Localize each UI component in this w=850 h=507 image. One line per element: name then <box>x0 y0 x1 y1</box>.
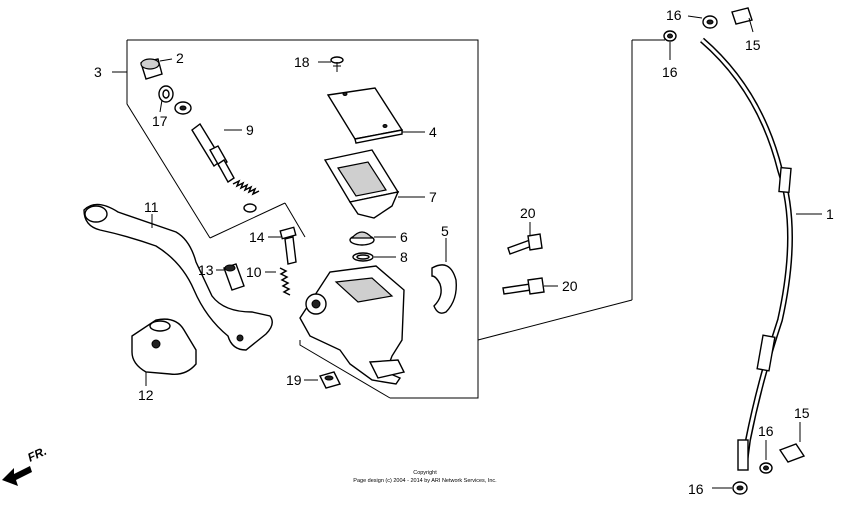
callout-18: 18 <box>294 54 310 70</box>
callout-12: 12 <box>138 387 154 403</box>
copyright-notice: Copyright Page design (c) 2004 - 2014 by… <box>353 470 497 484</box>
svg-text:Copyright: Copyright <box>413 470 437 476</box>
callout-20-a: 20 <box>520 205 536 221</box>
callout-16-bottom-b: 16 <box>688 481 704 497</box>
part-18-screw <box>318 56 344 72</box>
front-direction-arrow: FR. <box>2 444 49 486</box>
part-15-16-top <box>663 7 754 60</box>
part-17-circlip <box>158 85 192 115</box>
part-8-ring <box>352 252 396 262</box>
callout-7: 7 <box>429 189 437 205</box>
callout-10: 10 <box>246 264 262 280</box>
callout-20-b: 20 <box>562 278 578 294</box>
part-11-lever <box>83 203 273 351</box>
callout-15-top: 15 <box>745 37 761 53</box>
callout-16-bottom-a: 16 <box>758 423 774 439</box>
callout-15-bottom: 15 <box>794 405 810 421</box>
callout-16-top-a: 16 <box>666 7 682 23</box>
callout-14: 14 <box>249 229 265 245</box>
part-13-nut <box>216 263 245 291</box>
part-15-16-bottom <box>712 422 806 495</box>
callout-8: 8 <box>400 249 408 265</box>
part-12-holder <box>131 318 197 386</box>
callout-17: 17 <box>152 113 168 129</box>
callout-3: 3 <box>94 64 102 80</box>
callout-6: 6 <box>400 229 408 245</box>
part-19-cap <box>304 371 342 389</box>
callout-11: 11 <box>144 199 159 215</box>
callout-16-top-b: 16 <box>662 64 678 80</box>
callout-13: 13 <box>198 262 214 278</box>
front-direction-label: FR. <box>25 444 48 465</box>
part-4-reservoir-cap <box>326 87 425 144</box>
svg-text:Page design (c) 2004 - 2014 by: Page design (c) 2004 - 2014 by ARI Netwo… <box>353 478 497 484</box>
callout-9: 9 <box>246 122 254 138</box>
part-7-diaphragm <box>323 149 425 219</box>
part-9-piston-set <box>191 122 260 213</box>
part-2-boot <box>140 58 173 80</box>
group-outlines <box>112 39 665 399</box>
callout-2: 2 <box>176 50 184 66</box>
part-1-brake-hose <box>700 37 822 471</box>
part-14-pivot-bolt <box>268 226 297 265</box>
callout-4: 4 <box>429 124 437 140</box>
part-20-bolts <box>502 222 558 295</box>
callout-1: 1 <box>826 206 834 222</box>
part-10-spring <box>265 267 291 296</box>
master-cylinder-body <box>299 265 406 385</box>
callout-labels: 1 2 3 4 5 6 7 8 9 10 11 12 13 14 15 15 1… <box>94 7 834 497</box>
callout-19: 19 <box>286 372 302 388</box>
part-5-holder <box>431 238 457 314</box>
callout-5: 5 <box>441 223 449 239</box>
part-6-float <box>349 231 396 246</box>
